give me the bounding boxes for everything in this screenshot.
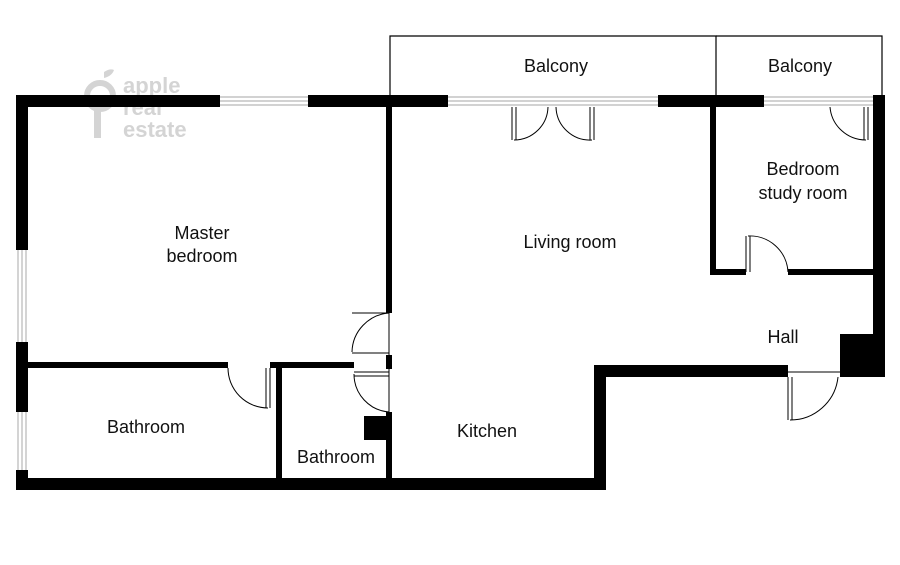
label-hall: Hall <box>767 327 798 347</box>
label-living-room: Living room <box>523 232 616 252</box>
label-bathroom-small: Bathroom <box>297 447 375 467</box>
logo-line-1: apple <box>123 73 180 98</box>
door-balcony-left-2 <box>555 106 595 141</box>
doors <box>227 106 869 421</box>
window-bedroom-balcony <box>764 96 873 106</box>
label-master-bedroom-2: bedroom <box>166 246 237 266</box>
window-left-master <box>17 250 27 342</box>
door-bathroom-left <box>227 367 271 409</box>
label-balcony-left: Balcony <box>524 56 588 76</box>
door-master-bedroom <box>351 312 390 355</box>
door-bedroom-study <box>745 235 789 273</box>
label-bedroom-study-1: Bedroom <box>766 159 839 179</box>
logo-watermark: apple real estate <box>84 69 187 142</box>
door-bathroom-small <box>353 369 390 413</box>
door-entrance <box>787 371 840 421</box>
label-bathroom-left: Bathroom <box>107 417 185 437</box>
walls <box>16 95 885 490</box>
room-labels: Balcony Balcony Master bedroom Living ro… <box>107 56 848 467</box>
label-bedroom-study-2: study room <box>758 183 847 203</box>
balcony-right-outline <box>716 35 883 97</box>
balcony-left-outline <box>389 35 717 97</box>
balconies <box>389 35 883 97</box>
window-living-balcony <box>448 96 658 106</box>
door-balcony-right <box>829 106 869 141</box>
logo-line-3: estate <box>123 117 187 142</box>
windows <box>17 96 873 470</box>
label-master-bedroom-1: Master <box>174 223 229 243</box>
label-kitchen: Kitchen <box>457 421 517 441</box>
label-balcony-right: Balcony <box>768 56 832 76</box>
door-balcony-left-1 <box>511 106 549 141</box>
window-left-bathroom <box>17 412 27 470</box>
window-top-master <box>220 96 308 106</box>
